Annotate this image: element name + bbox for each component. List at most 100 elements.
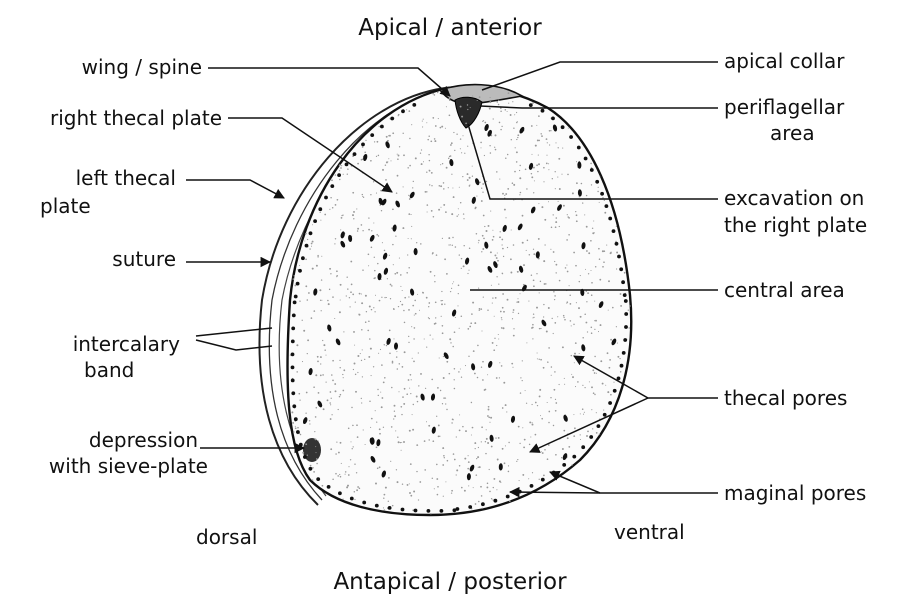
marginal-pore — [293, 301, 297, 305]
marginal-pore — [608, 401, 612, 405]
marginal-pore — [613, 389, 617, 393]
marginal-pore — [388, 506, 392, 510]
leader-apical-collar — [482, 62, 718, 90]
right-thecal-plate-body — [287, 87, 631, 515]
label-wing-spine: wing / spine — [20, 55, 202, 80]
marginal-pore — [623, 338, 627, 342]
leader-wing-spine — [208, 68, 450, 96]
marginal-pore — [362, 501, 366, 505]
marginal-pore — [337, 173, 341, 177]
marginal-pore — [581, 445, 585, 449]
marginal-pore — [380, 125, 384, 129]
marginal-pore — [313, 219, 317, 223]
marginal-pore — [624, 299, 628, 303]
marginal-pore — [605, 204, 609, 208]
marginal-pore — [375, 504, 379, 508]
label-left-thecal-plate-line1: left thecal — [10, 166, 176, 191]
label-periflagellar-line2: area — [770, 121, 815, 146]
marginal-pore — [291, 353, 295, 357]
marginal-pore — [589, 435, 593, 439]
marginal-pore — [309, 467, 313, 471]
marginal-pore — [584, 157, 588, 161]
marginal-pore — [291, 327, 295, 331]
marginal-pore — [330, 184, 334, 188]
leader-intercalary-2 — [196, 340, 272, 350]
marginal-pore — [468, 505, 472, 509]
label-antapical-posterior: Antapical / posterior — [260, 570, 640, 595]
label-right-thecal-plate: right thecal plate — [0, 106, 222, 131]
marginal-pore — [620, 364, 624, 368]
label-depression-line2: with sieve-plate — [0, 454, 208, 479]
marginal-pore — [353, 152, 357, 156]
leader-left-thecal-plate — [186, 180, 284, 198]
marginal-pore — [608, 217, 612, 221]
marginal-pore — [577, 146, 581, 150]
label-apical-anterior: Apical / anterior — [300, 16, 600, 41]
marginal-pore — [615, 242, 619, 246]
label-suture: suture — [20, 247, 176, 272]
label-excavation-line1: excavation on — [724, 186, 864, 211]
marginal-pore — [292, 314, 296, 318]
marginal-pore — [597, 424, 601, 428]
marginal-pore — [305, 244, 309, 248]
marginal-pore — [530, 484, 534, 488]
marginal-pore — [506, 495, 510, 499]
marginal-pore — [316, 477, 320, 481]
marginal-pore — [529, 103, 533, 107]
label-intercalary-line1: intercalary — [10, 332, 180, 357]
marginal-pore — [291, 366, 295, 370]
marginal-pore — [291, 379, 295, 383]
marginal-pore — [624, 325, 628, 329]
label-dorsal: dorsal — [196, 525, 257, 550]
marginal-pore — [292, 404, 296, 408]
label-periflagellar-line1: periflagellar — [724, 95, 844, 120]
label-left-thecal-plate-line2: plate — [40, 194, 91, 219]
marginal-pore — [370, 133, 374, 137]
marginal-pore — [291, 391, 295, 395]
marginal-pore — [294, 417, 298, 421]
marginal-pore — [494, 499, 498, 503]
marginal-pore — [427, 509, 431, 513]
marginal-pore — [390, 117, 394, 121]
marginal-pore — [401, 508, 405, 512]
marginal-pore — [481, 502, 485, 506]
marginal-pore — [440, 509, 444, 513]
leader-marginal-pores-1 — [550, 472, 718, 493]
marginal-pore — [623, 293, 627, 297]
marginal-pore — [301, 256, 305, 260]
label-central-area: central area — [724, 278, 845, 303]
marginal-pore — [569, 135, 573, 139]
marginal-pore — [414, 509, 418, 513]
marginal-pore — [401, 109, 405, 113]
marginal-pore — [309, 231, 313, 235]
marginal-pore — [541, 478, 545, 482]
marginal-pore — [298, 269, 302, 273]
marginal-pore — [590, 168, 594, 172]
marginal-pore — [603, 413, 607, 417]
marginal-pore — [303, 455, 307, 459]
marginal-pore — [412, 103, 416, 107]
marginal-pore — [324, 196, 328, 200]
marginal-pore — [622, 351, 626, 355]
marginal-pore — [595, 180, 599, 184]
label-ventral: ventral — [614, 520, 685, 545]
leader-marginal-pores-2 — [510, 492, 600, 493]
label-intercalary-line2: band — [84, 358, 134, 383]
marginal-pore — [291, 340, 295, 344]
marginal-pore — [621, 280, 625, 284]
marginal-pore — [361, 143, 365, 147]
marginal-pore — [294, 295, 298, 299]
marginal-pore — [612, 229, 616, 233]
marginal-pore — [350, 497, 354, 501]
marginal-pore — [561, 125, 565, 129]
marginal-pore — [296, 430, 300, 434]
marginal-pore — [617, 255, 621, 259]
marginal-pore — [562, 463, 566, 467]
marginal-pore — [624, 312, 628, 316]
marginal-pore — [318, 207, 322, 211]
marginal-pore — [327, 485, 331, 489]
marginal-pore — [619, 267, 623, 271]
marginal-pore — [600, 192, 604, 196]
marginal-pore — [541, 109, 545, 113]
label-depression-line1: depression — [10, 428, 198, 453]
